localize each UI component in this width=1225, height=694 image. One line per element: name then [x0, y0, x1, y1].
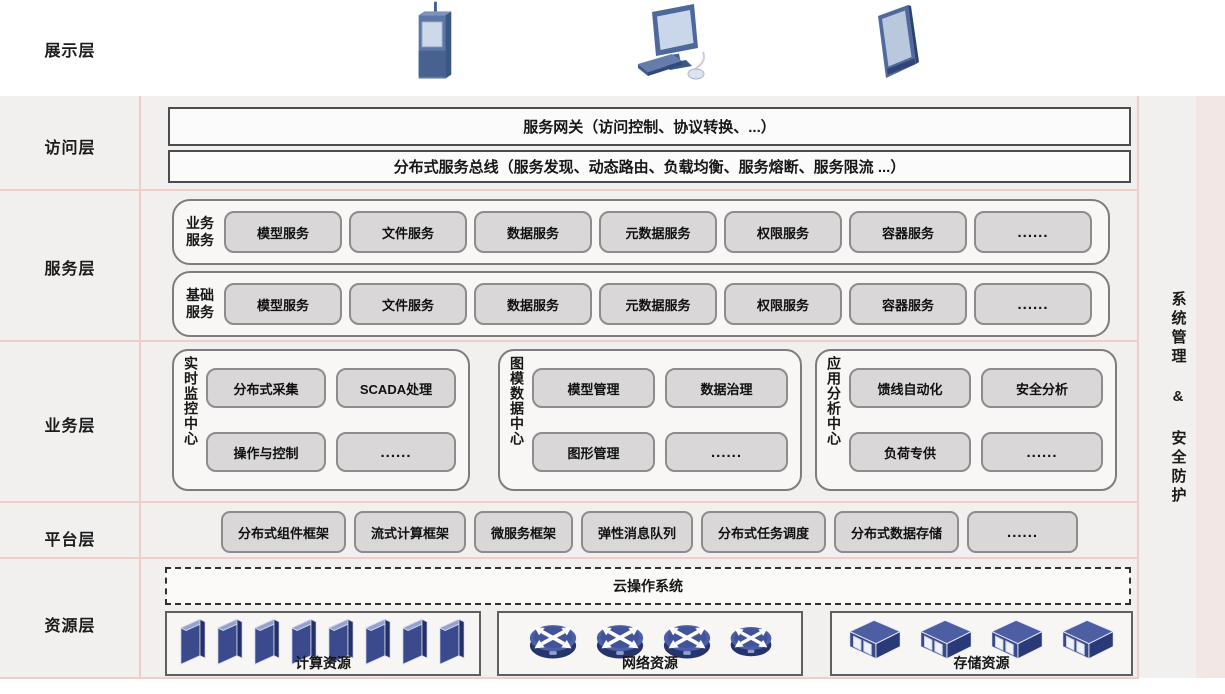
center-label: 实时监控中心: [183, 356, 199, 446]
right-accent-strip: [1196, 96, 1225, 678]
business-box-more: ......: [665, 432, 788, 472]
business-box-more: ......: [336, 432, 456, 472]
system-management-security-label: 系统管理 & 安全防护: [1169, 290, 1187, 506]
platform-box: 微服务框架: [473, 511, 573, 553]
handheld-terminal-icon: [418, 1, 452, 79]
layer-label-access: 访问层: [44, 140, 96, 157]
separator-business-platform: [0, 501, 1139, 503]
business-box: 模型管理: [532, 368, 655, 408]
group-label: 业务服务: [186, 215, 214, 248]
platform-box-more: ......: [967, 511, 1079, 553]
service-box: 数据服务: [474, 211, 592, 253]
center-label: 图模数据中心: [509, 356, 525, 446]
service-box: 容器服务: [849, 211, 967, 253]
service-box: 文件服务: [349, 211, 467, 253]
left-divider-line: [139, 96, 141, 678]
service-box: 权限服务: [724, 211, 842, 253]
business-box: 操作与控制: [206, 432, 326, 472]
storage-resources-box: 存储资源: [830, 611, 1133, 676]
group-label: 基础服务: [186, 287, 214, 320]
business-box: 负荷专供: [849, 432, 971, 472]
business-box: SCADA处理: [336, 368, 456, 408]
layer-label-presentation: 展示层: [44, 43, 96, 60]
platform-frameworks-row: 分布式组件框架 流式计算框架 微服务框架 弹性消息队列 分布式任务调度 分布式数…: [168, 511, 1131, 553]
business-box: 图形管理: [532, 432, 655, 472]
separator-platform-resource: [0, 557, 1139, 559]
resource-group-label: 计算资源: [295, 655, 351, 671]
platform-box: 弹性消息队列: [580, 511, 693, 553]
resource-group-label: 网络资源: [622, 655, 678, 671]
realtime-monitoring-center: 实时监控中心 分布式采集 SCADA处理 操作与控制 ......: [172, 349, 470, 491]
layer-label-resource: 资源层: [44, 618, 96, 635]
business-box-more: ......: [981, 432, 1103, 472]
service-box-more: ......: [974, 211, 1092, 253]
service-box: 模型服务: [224, 211, 342, 253]
graph-model-data-center: 图模数据中心 模型管理 数据治理 图形管理 ......: [498, 349, 802, 491]
business-box: 分布式采集: [206, 368, 326, 408]
platform-box: 分布式数据存储: [834, 511, 960, 553]
application-analysis-center: 应用分析中心 馈线自动化 安全分析 负荷专供 ......: [815, 349, 1117, 491]
center-label: 应用分析中心: [826, 356, 842, 446]
service-bus-bar: 分布式服务总线（服务发现、动态路由、负载均衡、服务熔断、服务限流 ...）: [168, 150, 1131, 183]
separator-service-business: [0, 340, 1139, 342]
layer-label-platform: 平台层: [44, 532, 96, 549]
resource-group-label: 存储资源: [953, 655, 1010, 671]
platform-box: 流式计算框架: [353, 511, 466, 553]
separator-bottom: [0, 677, 1139, 679]
tablet-icon: [878, 5, 919, 78]
service-box: 数据服务: [474, 283, 592, 325]
service-box: 模型服务: [224, 283, 342, 325]
business-box: 安全分析: [981, 368, 1103, 408]
right-divider-line: [1137, 96, 1139, 678]
layer-label-business: 业务层: [44, 418, 96, 435]
business-services-group: 业务服务 模型服务 文件服务 数据服务 元数据服务 权限服务 容器服务 ....…: [172, 199, 1110, 265]
service-box-more: ......: [974, 283, 1092, 325]
layer-label-service: 服务层: [44, 261, 96, 278]
platform-box: 分布式任务调度: [701, 511, 827, 553]
service-box: 元数据服务: [599, 211, 717, 253]
business-box: 数据治理: [665, 368, 788, 408]
network-resources-box: 网络资源: [497, 611, 803, 676]
separator-access-service: [0, 189, 1139, 191]
cloud-os-box: 云操作系统: [165, 567, 1131, 605]
service-box: 文件服务: [349, 283, 467, 325]
desktop-computer-icon: [638, 4, 705, 80]
service-box: 权限服务: [724, 283, 842, 325]
service-gateway-bar: 服务网关（访问控制、协议转换、...）: [168, 107, 1131, 146]
basic-services-group: 基础服务 模型服务 文件服务 数据服务 元数据服务 权限服务 容器服务 ....…: [172, 271, 1110, 337]
platform-box: 分布式组件框架: [220, 511, 346, 553]
compute-resources-box: 计算资源: [165, 611, 481, 676]
service-box: 元数据服务: [599, 283, 717, 325]
service-box: 容器服务: [849, 283, 967, 325]
business-box: 馈线自动化: [849, 368, 971, 408]
